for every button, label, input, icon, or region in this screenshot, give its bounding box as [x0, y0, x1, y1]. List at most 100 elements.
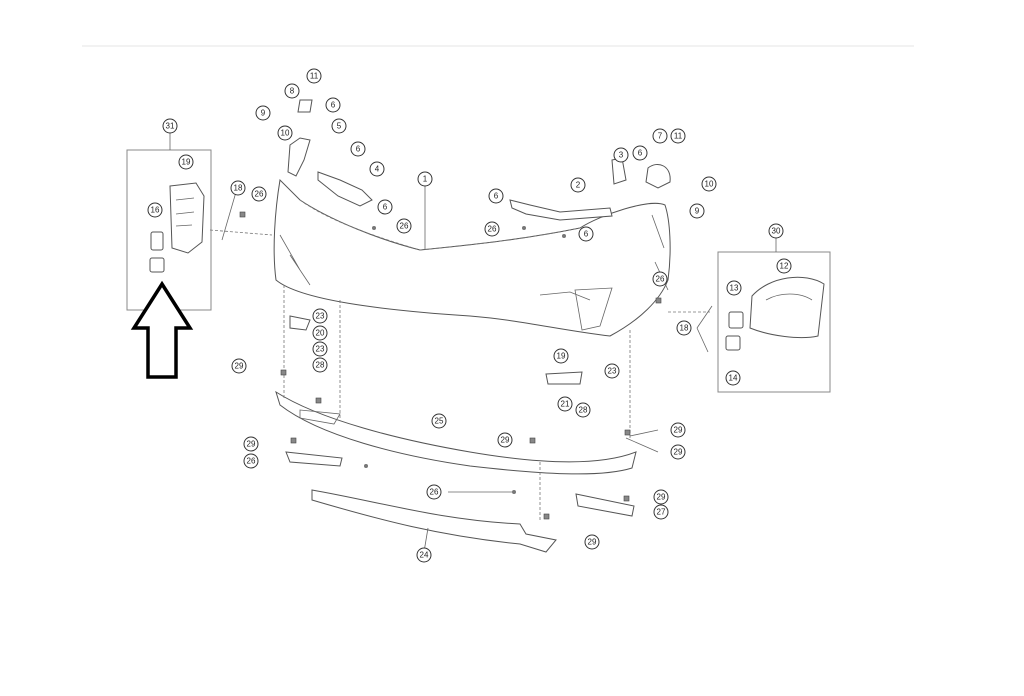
callout-20: 20	[312, 325, 328, 341]
callout-29-lower-left: 29	[243, 436, 259, 452]
svg-text:26: 26	[400, 222, 409, 231]
svg-text:8: 8	[290, 87, 295, 96]
svg-text:28: 28	[579, 406, 588, 415]
svg-text:6: 6	[331, 101, 336, 110]
svg-text:26: 26	[656, 275, 665, 284]
svg-text:18: 18	[680, 324, 689, 333]
callout-23-b: 23	[312, 341, 328, 357]
svg-text:3: 3	[619, 151, 624, 160]
svg-text:10: 10	[281, 129, 290, 138]
callout-2: 2	[570, 177, 586, 193]
svg-text:11: 11	[674, 132, 683, 141]
svg-text:29: 29	[674, 426, 683, 435]
svg-text:25: 25	[435, 417, 444, 426]
svg-text:2: 2	[576, 181, 581, 190]
callout-9-left: 9	[255, 105, 271, 121]
svg-text:23: 23	[608, 367, 617, 376]
callout-29-upper-left: 29	[231, 358, 247, 374]
svg-text:5: 5	[337, 122, 342, 131]
callout-26-lower-center: 26	[426, 484, 442, 500]
callout-18-right: 18	[676, 320, 692, 336]
leader-lines	[209, 186, 713, 553]
svg-text:21: 21	[561, 400, 570, 409]
bumper-cover	[273, 178, 671, 337]
callout-28-left: 28	[312, 357, 328, 373]
callout-29-lower-right: 29	[653, 489, 669, 505]
callout-25: 25	[431, 413, 447, 429]
svg-text:19: 19	[182, 158, 191, 167]
upper-brackets	[287, 99, 671, 221]
callout-10-right: 10	[701, 176, 717, 192]
callout-29-right-b: 29	[670, 444, 686, 460]
svg-text:24: 24	[420, 551, 429, 560]
callout-29-center: 29	[497, 432, 513, 448]
callout-9-right: 9	[689, 203, 705, 219]
up-arrow-icon	[130, 280, 194, 379]
callout-28-right: 28	[575, 402, 591, 418]
svg-text:6: 6	[638, 149, 643, 158]
callout-19-left: 19	[178, 154, 194, 170]
svg-text:26: 26	[255, 190, 264, 199]
svg-text:6: 6	[494, 192, 499, 201]
svg-text:1: 1	[423, 175, 428, 184]
callout-6-e: 6	[578, 226, 594, 242]
callout-24: 24	[416, 547, 432, 563]
callout-3: 3	[613, 147, 629, 163]
svg-text:6: 6	[356, 145, 361, 154]
svg-text:18: 18	[234, 184, 243, 193]
svg-text:7: 7	[658, 132, 663, 141]
svg-text:20: 20	[316, 329, 325, 338]
callout-26-center: 26	[484, 221, 500, 237]
callout-6-f: 6	[632, 145, 648, 161]
svg-text:26: 26	[430, 488, 439, 497]
svg-text:19: 19	[557, 352, 566, 361]
callout-1: 1	[417, 171, 433, 187]
svg-text:23: 23	[316, 345, 325, 354]
svg-text:30: 30	[772, 227, 781, 236]
callout-19-right: 19	[553, 348, 569, 364]
callout-13: 13	[726, 280, 742, 296]
callout-30: 30	[768, 223, 784, 239]
callout-6-b: 6	[350, 141, 366, 157]
callout-4: 4	[369, 161, 385, 177]
right-inset-panel	[717, 238, 831, 393]
callout-29-bottom: 29	[584, 534, 600, 550]
callout-26-lower-left: 26	[243, 453, 259, 469]
callout-31: 31	[162, 118, 178, 134]
svg-text:29: 29	[501, 436, 510, 445]
callout-6-d: 6	[488, 188, 504, 204]
svg-text:31: 31	[166, 122, 175, 131]
callout-11-left: 11	[306, 68, 322, 84]
svg-text:16: 16	[151, 206, 160, 215]
svg-text:10: 10	[705, 180, 714, 189]
svg-text:13: 13	[730, 284, 739, 293]
svg-text:26: 26	[247, 457, 256, 466]
svg-text:9: 9	[261, 109, 266, 118]
callout-27: 27	[653, 504, 669, 520]
callout-18-left: 18	[230, 180, 246, 196]
svg-text:9: 9	[695, 207, 700, 216]
svg-text:29: 29	[674, 448, 683, 457]
svg-text:29: 29	[247, 440, 256, 449]
lower-parts	[275, 315, 637, 553]
callout-11-right: 11	[670, 128, 686, 144]
svg-text:4: 4	[375, 165, 380, 174]
callout-23-a: 23	[312, 308, 328, 324]
callout-21: 21	[557, 396, 573, 412]
svg-text:14: 14	[729, 374, 738, 383]
callout-6-a: 6	[325, 97, 341, 113]
svg-text:11: 11	[310, 72, 319, 81]
callout-26-upper-left: 26	[251, 186, 267, 202]
svg-text:23: 23	[316, 312, 325, 321]
callout-8: 8	[284, 83, 300, 99]
callout-10-left: 10	[277, 125, 293, 141]
svg-text:12: 12	[780, 262, 789, 271]
svg-text:6: 6	[584, 230, 589, 239]
left-inset-panel	[126, 132, 212, 311]
callout-6-c: 6	[377, 199, 393, 215]
callout-26-mid-left: 26	[396, 218, 412, 234]
callout-16: 16	[147, 202, 163, 218]
svg-text:29: 29	[235, 362, 244, 371]
svg-text:28: 28	[316, 361, 325, 370]
